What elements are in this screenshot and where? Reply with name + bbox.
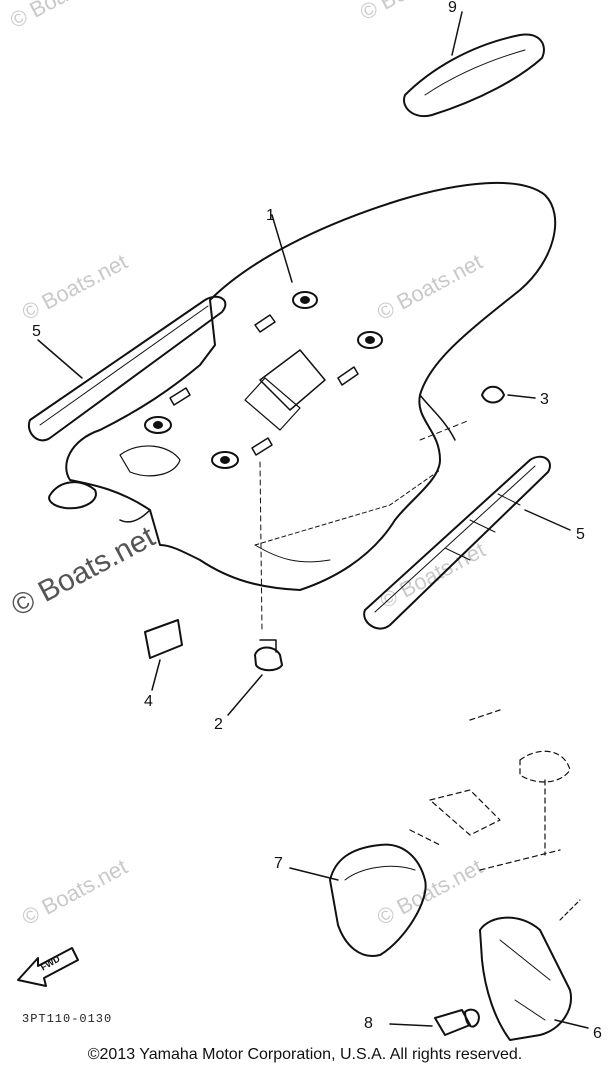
callout-6: 6 <box>593 1025 602 1042</box>
part-8-screw <box>389 1008 480 1036</box>
part-1-fender <box>48 181 557 631</box>
lower-assembly-ghost <box>409 709 571 871</box>
callout-8: 8 <box>364 1015 373 1032</box>
callout-7: 7 <box>274 855 283 872</box>
copyright-notice: ©2013 Yamaha Motor Corporation, U.S.A. A… <box>87 1046 523 1063</box>
callout-1: 1 <box>266 207 275 224</box>
part-5-left-strip <box>27 295 227 442</box>
callout-4: 4 <box>144 693 153 710</box>
callout-5-right: 5 <box>576 526 585 543</box>
part-2-bolt <box>227 639 283 716</box>
part-5-right-strip <box>363 455 571 630</box>
callout-3: 3 <box>540 391 549 408</box>
part-9-pad <box>403 11 545 118</box>
fwd-arrow-icon <box>17 947 79 987</box>
callout-9: 9 <box>448 0 457 16</box>
part-4-label <box>144 619 183 691</box>
part-3-clip <box>481 385 536 404</box>
callout-2: 2 <box>214 716 223 733</box>
part-code: 3PT110-0130 <box>22 1012 113 1026</box>
callout-5-left: 5 <box>32 323 41 340</box>
part-7-bracket <box>289 843 427 957</box>
part-6-cover <box>479 899 589 1041</box>
